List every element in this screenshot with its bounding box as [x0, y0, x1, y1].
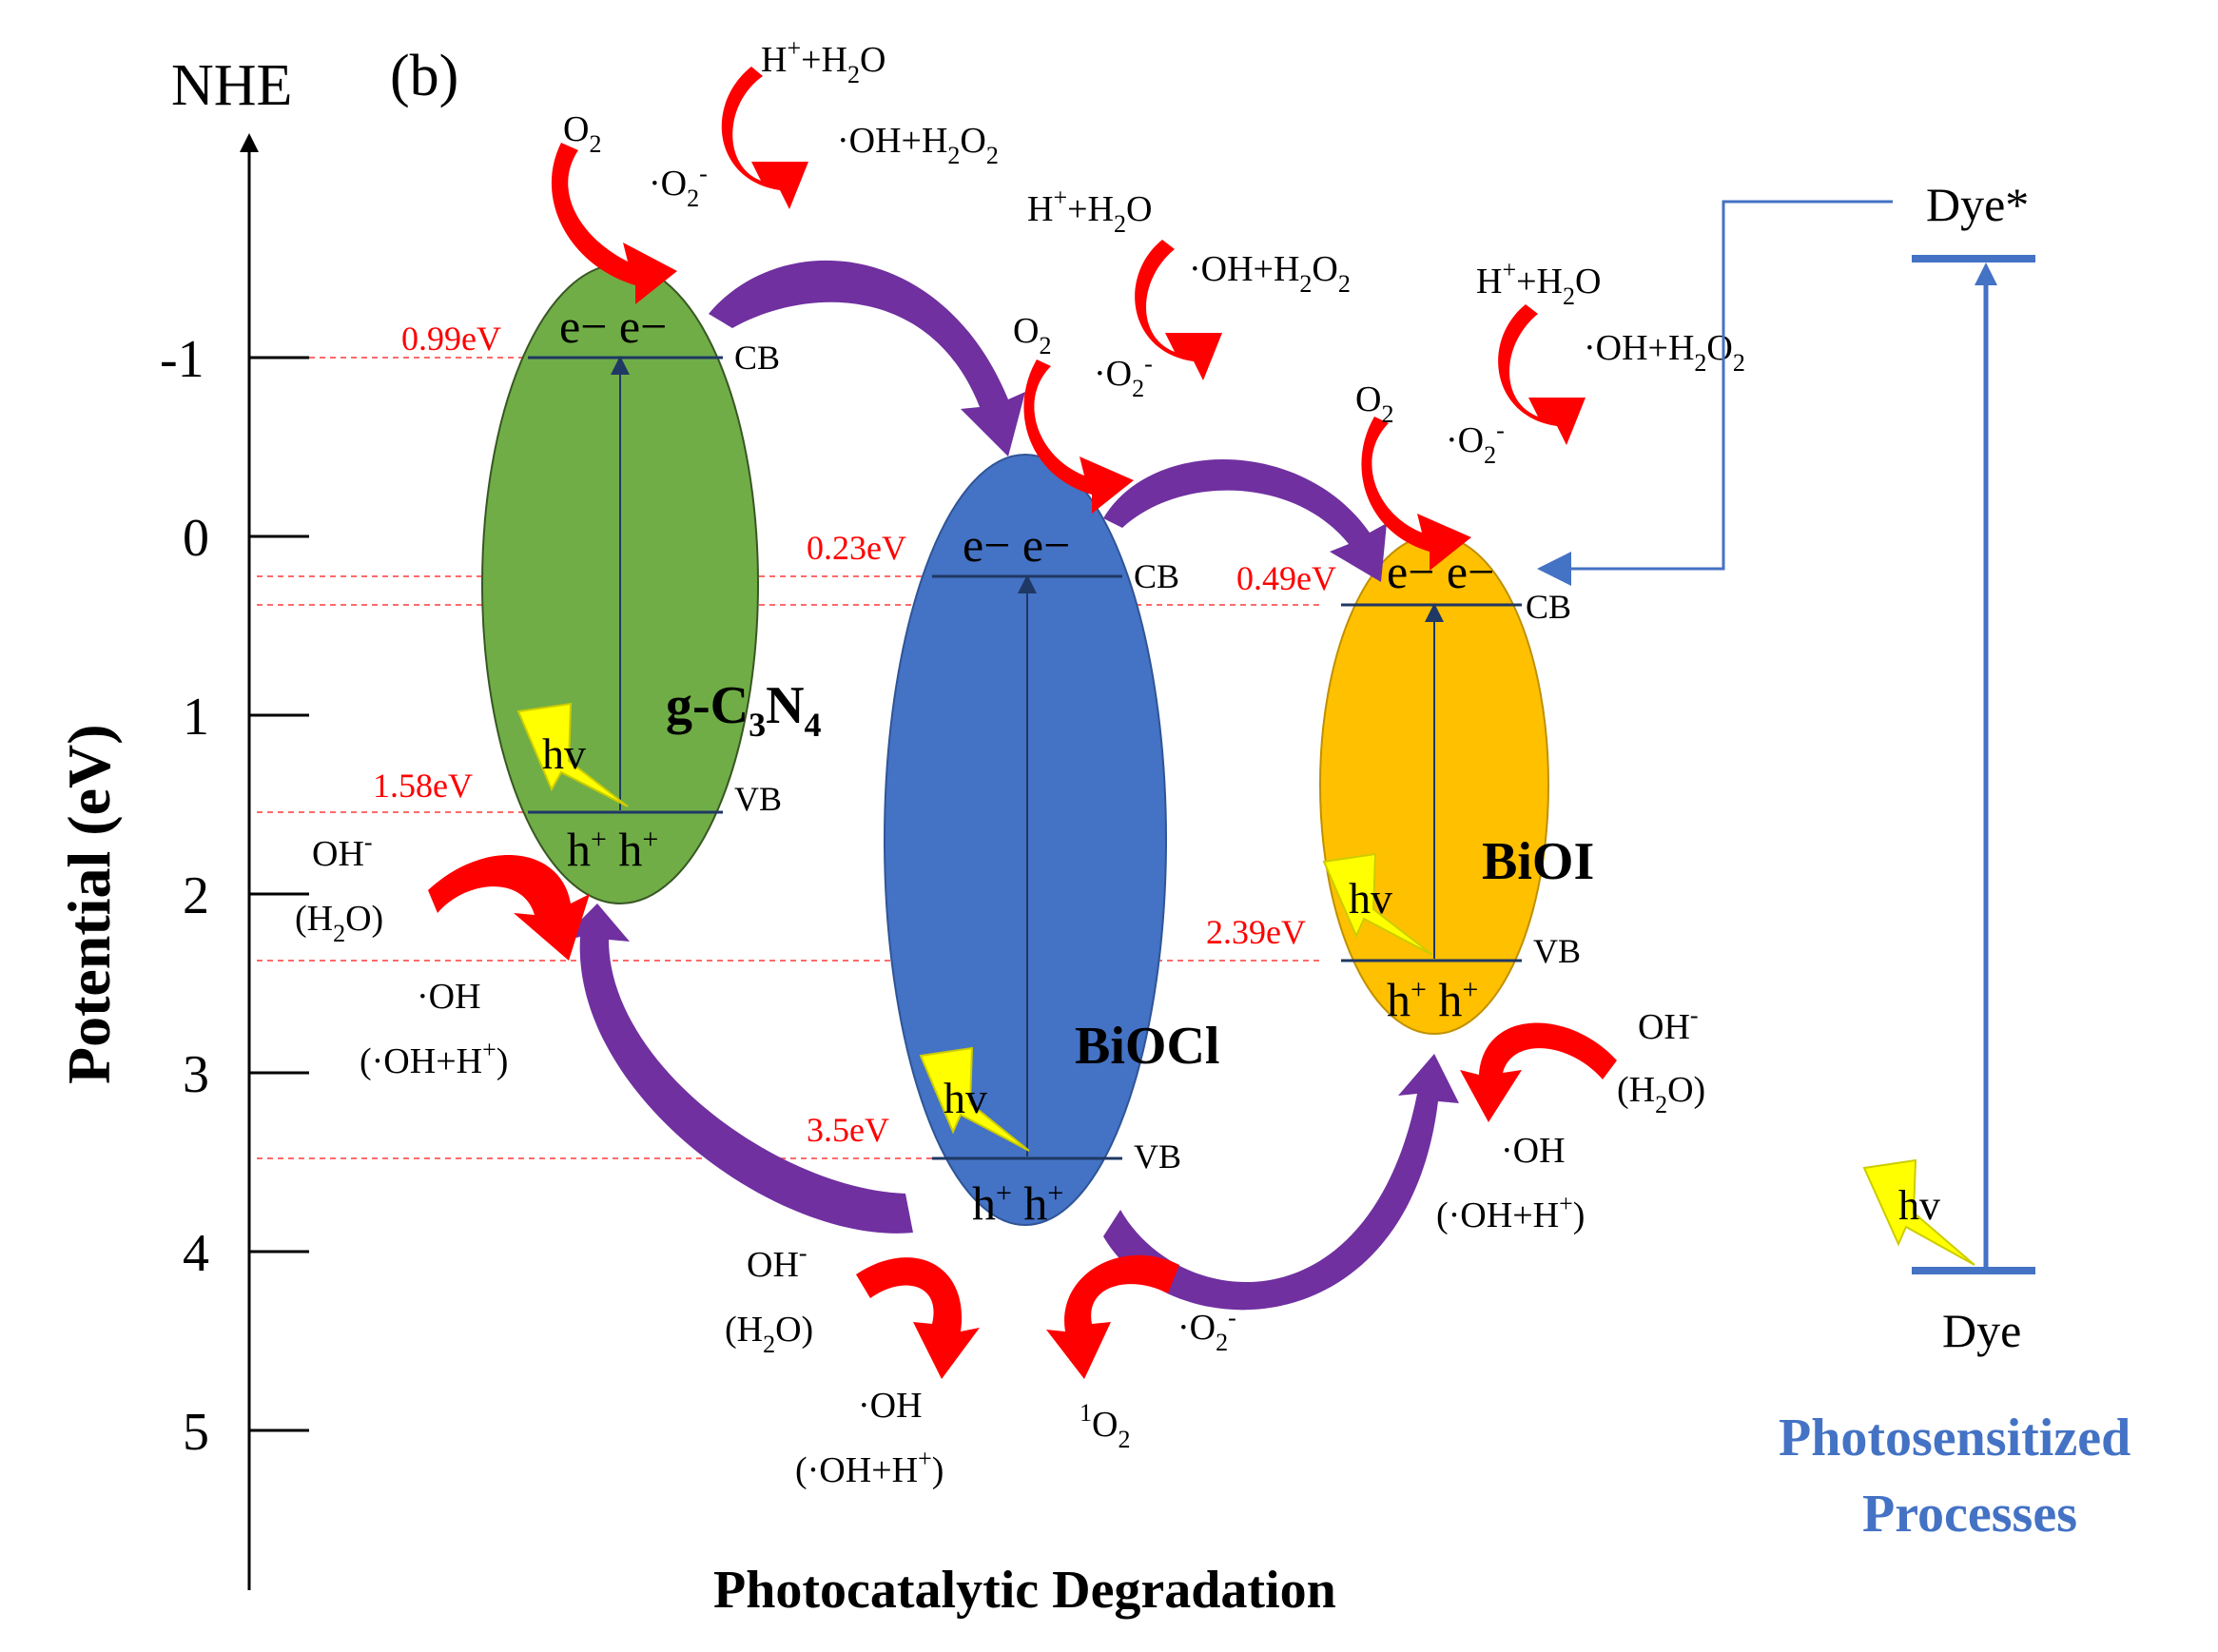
- oh-radical-label: ·OH: [1501, 1131, 1566, 1171]
- lightning-icon: [516, 702, 629, 807]
- tick-label: 4: [183, 1224, 209, 1283]
- arrow-biocl-to-bioi-vb: [1103, 1054, 1459, 1311]
- h2o-label: (H2O): [295, 899, 383, 947]
- dye-injection-arrow: [1537, 200, 1893, 586]
- bioi-hv: hv: [1349, 874, 1392, 923]
- oh-minus-label: OH-: [312, 828, 373, 874]
- dye-label: Dye: [1942, 1304, 2021, 1357]
- gcn-semiconductor: [481, 263, 759, 904]
- gcn-cb-value: 0.99eV: [401, 320, 501, 358]
- arrow-biocl-to-bioi: [1103, 459, 1387, 582]
- biocl-name: BiOCl: [1075, 1017, 1219, 1076]
- biocl-cb-label: CB: [1134, 557, 1179, 595]
- x-axis-label: Photocatalytic Degradation: [713, 1561, 1336, 1620]
- oh-radical-label: ·OH: [417, 977, 481, 1017]
- tick-label: 2: [183, 866, 209, 925]
- biocl-hv: hv: [944, 1074, 987, 1122]
- oh-h2o2-label: ·OH+H2O2: [837, 121, 999, 169]
- arrow-gcn-to-biocl: [709, 260, 1025, 457]
- biocl-ellipse: [884, 454, 1167, 1226]
- arrow-biocl-to-gcn: [559, 904, 913, 1234]
- bioi-name: BiOI: [1482, 832, 1594, 891]
- dye-excited-label: Dye*: [1926, 178, 2029, 231]
- y-axis-label: Potential (eV): [55, 724, 123, 1084]
- bioi-vb-label: VB: [1533, 932, 1581, 970]
- superoxide-label: ·O2-: [649, 160, 708, 212]
- bioi-semiconductor: [1319, 534, 1549, 1035]
- h-h2o-label: H++H2O: [761, 34, 885, 88]
- singlet-oxygen-label: 1O2: [1080, 1399, 1130, 1453]
- biocl-holes: h+ h+: [972, 1176, 1063, 1230]
- tick-label: 5: [183, 1403, 209, 1462]
- o2-label: O2: [1355, 379, 1393, 428]
- axis-tick-labels: -1 0 1 2 3 4 5: [160, 330, 209, 1462]
- tick-label: 1: [183, 688, 209, 747]
- gcn-electrons: e− e−: [559, 300, 667, 353]
- superoxide-label: ·O2-: [1177, 1304, 1236, 1356]
- h-h2o-label: H++H2O: [1027, 184, 1152, 238]
- oh-minus-label: OH-: [1638, 1001, 1699, 1047]
- photosensitized-title-line1: Photosensitized: [1779, 1409, 2130, 1467]
- oh-minus-label: OH-: [747, 1239, 807, 1285]
- biocl-cb-value: 0.23eV: [807, 529, 906, 567]
- lightning-icon: [1862, 1158, 1975, 1266]
- electron-transfer-arrows: [559, 260, 1459, 1311]
- nhe-label: NHE: [171, 53, 292, 118]
- gcn-vb-label: VB: [734, 780, 782, 818]
- o2-label: O2: [1013, 311, 1051, 360]
- lightning-icon: [919, 1046, 1030, 1152]
- gcn-holes: h+ h+: [567, 823, 658, 876]
- panel-label: (b): [390, 44, 458, 108]
- superoxide-label: ·O2-: [1094, 350, 1153, 402]
- biocl-semiconductor: [884, 454, 1167, 1226]
- tick-label: 3: [183, 1045, 209, 1104]
- h2o-label: (H2O): [725, 1310, 813, 1358]
- reaction-arrows: [428, 67, 1617, 1379]
- potential-axis: [240, 133, 309, 1590]
- bioi-cb-label: CB: [1526, 588, 1571, 626]
- oh-h-label: (·OH+H+): [1436, 1190, 1585, 1235]
- bioi-vb-value: 2.39eV: [1206, 913, 1306, 951]
- h2o-label: (H2O): [1617, 1070, 1705, 1118]
- oh-h2o2-label: ·OH+H2O2: [1189, 249, 1351, 298]
- o2-label: O2: [563, 109, 601, 158]
- biocl-vb-value: 3.5eV: [807, 1111, 889, 1149]
- lightning-icon: [1322, 852, 1433, 956]
- oh-h-label: (·OH+H+): [795, 1445, 944, 1490]
- oh-h2o2-label: ·OH+H2O2: [1584, 328, 1745, 377]
- gcn-vb-value: 1.58eV: [373, 767, 473, 805]
- tick-label: 0: [183, 509, 209, 568]
- bioi-holes: h+ h+: [1387, 973, 1478, 1026]
- oh-h-label: (·OH+H+): [360, 1036, 508, 1081]
- dye-hv: hv: [1898, 1182, 1940, 1229]
- biocl-vb-label: VB: [1134, 1137, 1181, 1176]
- bioi-cb-value: 0.49eV: [1236, 559, 1336, 597]
- h-h2o-label: H++H2O: [1476, 256, 1601, 310]
- tick-label: -1: [160, 330, 204, 389]
- biocl-electrons: e− e−: [963, 518, 1070, 572]
- gcn-hv: hv: [542, 729, 586, 778]
- oh-radical-label: ·OH: [858, 1386, 923, 1426]
- superoxide-label: ·O2-: [1446, 417, 1505, 469]
- gcn-cb-label: CB: [734, 339, 780, 377]
- photosensitized-title-line2: Processes: [1862, 1485, 2077, 1544]
- gcn-name: g-C3N4: [666, 676, 822, 744]
- photosensitized-process: [1537, 200, 2035, 1274]
